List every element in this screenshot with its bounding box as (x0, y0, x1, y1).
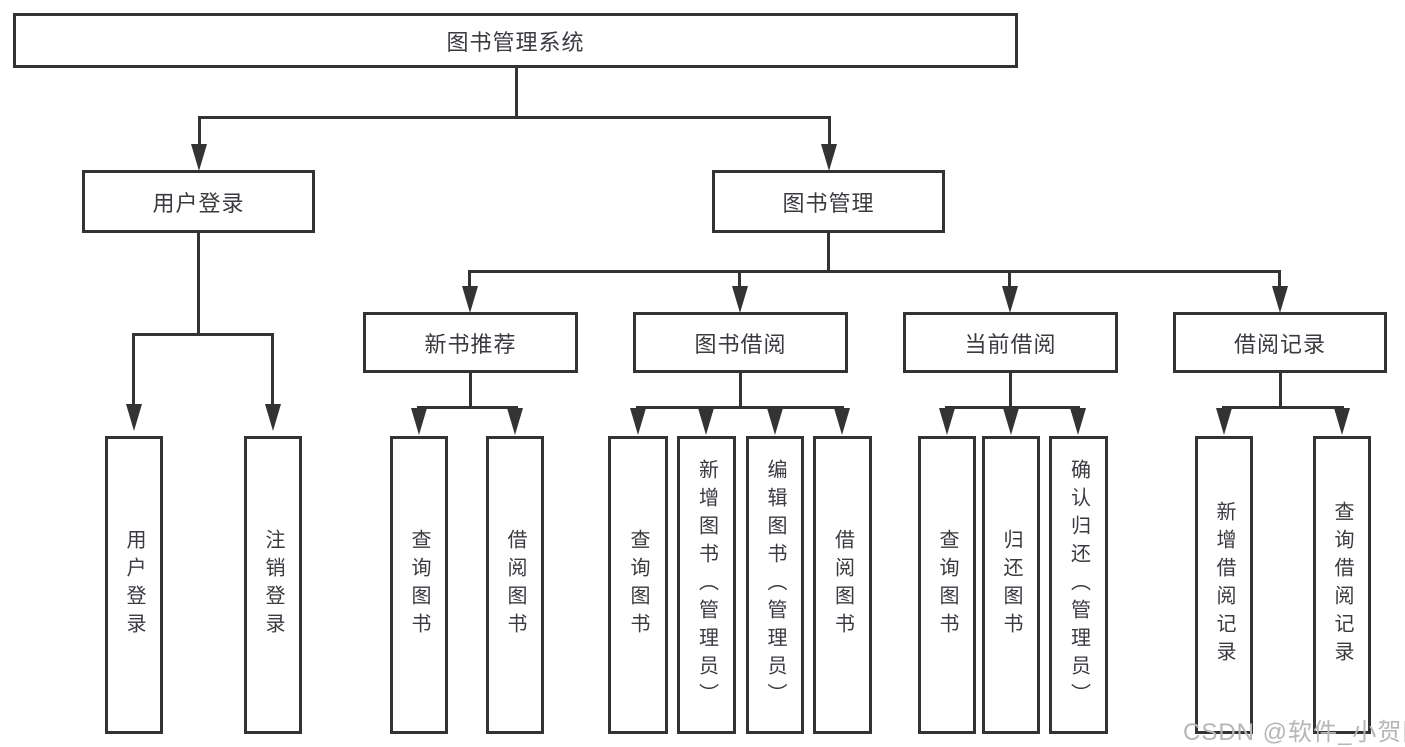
leaf-confirm-return-admin: 确认归还（管理员） (1049, 436, 1108, 734)
arrow-down-icon (1334, 408, 1350, 435)
arrow-down-icon (507, 408, 523, 435)
arrow-down-icon (698, 408, 714, 435)
arrow-down-icon (1216, 408, 1232, 435)
connector-line (198, 116, 831, 119)
leaf-query-books-current-label: 查询图书 (936, 529, 958, 641)
node-borrowing-records-label: 借阅记录 (1233, 331, 1326, 357)
arrow-down-icon (939, 408, 955, 435)
node-book-borrowing: 图书借阅 (633, 312, 848, 373)
leaf-confirm-return-admin-label: 确认归还（管理员） (1067, 459, 1090, 711)
node-library-system: 图书管理系统 (13, 13, 1018, 68)
leaf-borrow-books-recommend: 借阅图书 (486, 436, 544, 734)
arrow-down-icon (265, 404, 281, 431)
connector-line (197, 232, 200, 336)
leaf-user-login-label: 用户登录 (123, 529, 145, 641)
connector-line (132, 333, 135, 406)
leaf-add-book-admin: 新增图书（管理员） (677, 436, 736, 734)
connector-line (515, 67, 518, 118)
leaf-add-borrow-record-label: 新增借阅记录 (1213, 501, 1235, 669)
node-new-book-recommend: 新书推荐 (363, 312, 578, 373)
leaf-borrow-books-recommend-label: 借阅图书 (504, 529, 526, 641)
connector-line (739, 373, 742, 409)
csdn-watermark: CSDN @软件_小贺同学 (1183, 719, 1405, 746)
leaf-query-books-borrowing: 查询图书 (608, 436, 668, 734)
arrow-down-icon (1070, 408, 1086, 435)
node-new-book-recommend-label: 新书推荐 (424, 331, 517, 357)
leaf-query-books-borrowing-label: 查询图书 (627, 529, 649, 641)
connector-line (417, 406, 518, 409)
leaf-borrow-books-borrowing: 借阅图书 (813, 436, 872, 734)
connector-line (198, 116, 201, 146)
arrow-down-icon (191, 144, 207, 171)
connector-line (1009, 373, 1012, 409)
connector-line (738, 270, 741, 288)
leaf-return-books: 归还图书 (982, 436, 1040, 734)
leaf-query-borrow-record-label: 查询借阅记录 (1331, 501, 1353, 669)
arrow-down-icon (630, 408, 646, 435)
node-user-login: 用户登录 (82, 170, 315, 233)
leaf-edit-book-admin: 编辑图书（管理员） (746, 436, 804, 734)
connector-line (468, 270, 471, 288)
connector-line (828, 116, 831, 146)
connector-line (469, 373, 472, 409)
connector-line (1008, 270, 1011, 288)
arrow-down-icon (767, 408, 783, 435)
node-book-management: 图书管理 (712, 170, 945, 233)
leaf-add-book-admin-label: 新增图书（管理员） (695, 459, 718, 711)
arrow-down-icon (732, 286, 748, 313)
connector-line (636, 406, 844, 409)
leaf-add-borrow-record: 新增借阅记录 (1195, 436, 1253, 734)
leaf-logout-label: 注销登录 (262, 529, 284, 641)
leaf-query-books-recommend: 查询图书 (390, 436, 448, 734)
arrow-down-icon (126, 404, 142, 431)
leaf-borrow-books-borrowing-label: 借阅图书 (831, 529, 854, 641)
node-book-management-label: 图书管理 (782, 190, 875, 216)
leaf-return-books-label: 归还图书 (1000, 529, 1022, 641)
leaf-edit-book-admin-label: 编辑图书（管理员） (764, 459, 786, 711)
node-book-borrowing-label: 图书借阅 (694, 331, 787, 357)
node-library-system-label: 图书管理系统 (446, 29, 585, 55)
node-borrowing-records: 借阅记录 (1173, 312, 1387, 373)
arrow-down-icon (462, 286, 478, 313)
arrow-down-icon (1003, 408, 1019, 435)
arrow-down-icon (834, 408, 850, 435)
connector-line (1278, 270, 1281, 288)
arrow-down-icon (1272, 286, 1288, 313)
connector-line (271, 333, 274, 406)
leaf-query-books-current: 查询图书 (918, 436, 976, 734)
connector-line (468, 270, 1281, 273)
leaf-user-login: 用户登录 (105, 436, 163, 734)
node-user-login-label: 用户登录 (152, 190, 245, 216)
leaf-query-books-recommend-label: 查询图书 (408, 529, 430, 641)
connector-line (945, 406, 1080, 409)
node-current-borrowing-label: 当前借阅 (964, 331, 1057, 357)
node-current-borrowing: 当前借阅 (903, 312, 1118, 373)
connector-line (827, 232, 830, 273)
arrow-down-icon (821, 144, 837, 171)
connector-line (1222, 406, 1344, 409)
leaf-query-borrow-record: 查询借阅记录 (1313, 436, 1371, 734)
leaf-logout: 注销登录 (244, 436, 302, 734)
arrow-down-icon (411, 408, 427, 435)
connector-line (132, 333, 274, 336)
arrow-down-icon (1002, 286, 1018, 313)
connector-line (1279, 373, 1282, 409)
